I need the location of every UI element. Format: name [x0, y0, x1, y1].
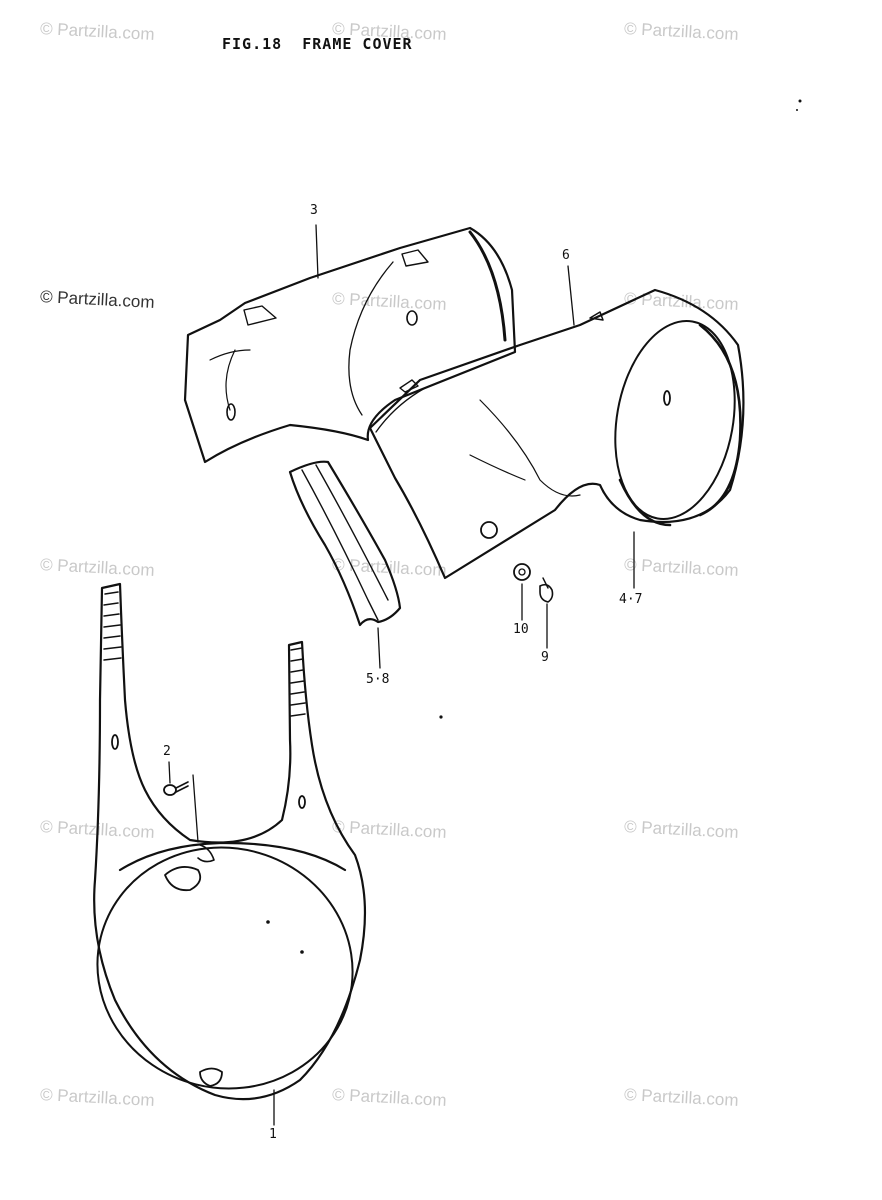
part-1-lower-cover [93, 582, 367, 1101]
leader-lines [168, 224, 635, 1126]
callout-9: 9 [541, 650, 549, 665]
figure-title: FIG.18 FRAME COVER [222, 35, 413, 53]
callout-6: 6 [562, 248, 570, 263]
callout-4-7: 4·7 [619, 592, 643, 607]
part-9-screw [539, 577, 554, 603]
part-6-side-cover [368, 288, 745, 580]
callout-10: 10 [513, 622, 529, 637]
part-10-grommet [513, 563, 531, 581]
part-5-8-rubber-strip [288, 460, 402, 627]
callout-1: 1 [269, 1127, 277, 1142]
callout-5-8: 5·8 [366, 672, 390, 687]
callout-3: 3 [310, 203, 318, 218]
part-3-frame-cover [183, 226, 517, 464]
part-2-screw [163, 781, 189, 796]
callout-2: 2 [163, 744, 171, 759]
